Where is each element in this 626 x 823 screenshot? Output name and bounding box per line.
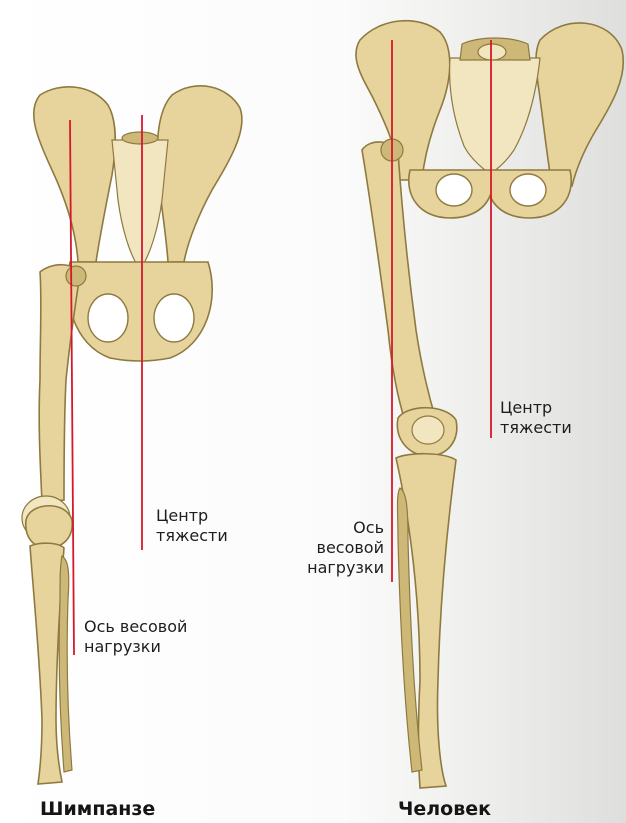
human-knee-cap bbox=[412, 416, 444, 444]
human-axis-label-line3: нагрузки bbox=[290, 558, 384, 578]
chimp-femur bbox=[39, 265, 80, 502]
chimp-center-of-gravity-label: Центр тяжести bbox=[156, 506, 228, 546]
human-axis-label-line2: весовой bbox=[290, 538, 384, 558]
chimpanzee-skeleton bbox=[22, 86, 242, 784]
human-center-label-line2: тяжести bbox=[500, 418, 572, 438]
chimp-knee-cap bbox=[26, 506, 72, 548]
chimp-vertebra bbox=[122, 132, 158, 144]
human-weight-axis-label: Ось весовой нагрузки bbox=[290, 518, 384, 578]
chimpanzee-title: Шимпанзе bbox=[40, 798, 155, 820]
human-obturator-left bbox=[436, 174, 472, 206]
chimp-obturator-right bbox=[154, 294, 194, 342]
chimp-obturator-left bbox=[88, 294, 128, 342]
human-ischium bbox=[409, 170, 571, 218]
chimp-fibula bbox=[59, 556, 72, 772]
human-title: Человек bbox=[398, 798, 491, 820]
chimp-weight-axis-label: Ось весовой нагрузки bbox=[84, 617, 187, 657]
chimp-right-ilium bbox=[157, 86, 242, 262]
human-right-ilium bbox=[536, 23, 623, 186]
human-sacrum bbox=[450, 58, 540, 174]
chimp-center-label-line1: Центр bbox=[156, 506, 228, 526]
chimp-sacrum bbox=[112, 140, 168, 270]
chimp-left-ilium bbox=[34, 87, 116, 262]
human-center-of-gravity-label: Центр тяжести bbox=[500, 398, 572, 438]
human-obturator-right bbox=[510, 174, 546, 206]
chimp-center-label-line2: тяжести bbox=[156, 526, 228, 546]
chimp-axis-label-line1: Ось весовой bbox=[84, 617, 187, 637]
human-vertebra bbox=[478, 44, 506, 60]
human-axis-label-line1: Ось bbox=[290, 518, 384, 538]
chimp-axis-label-line2: нагрузки bbox=[84, 637, 187, 657]
human-skeleton bbox=[356, 21, 623, 788]
chimp-femur-head bbox=[66, 266, 86, 286]
human-center-label-line1: Центр bbox=[500, 398, 572, 418]
